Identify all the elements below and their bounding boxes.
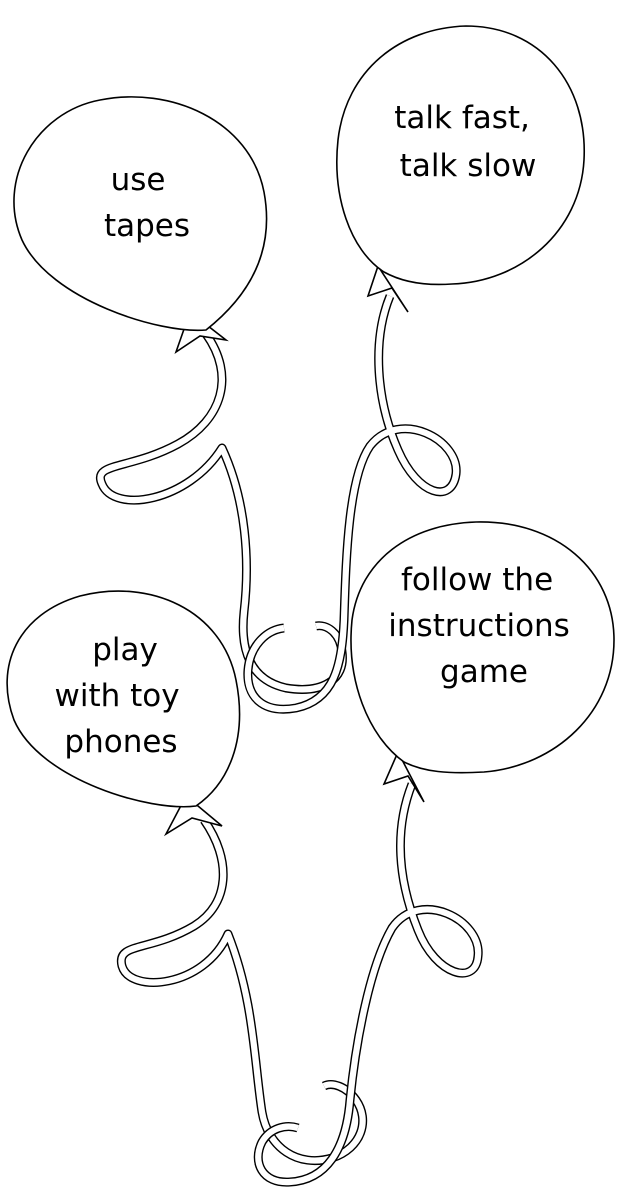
- balloon-play-with-toy-phones: play with toy phones: [6, 590, 241, 837]
- string-instructions-game: [253, 782, 483, 1187]
- label-line: instructions: [388, 608, 570, 644]
- balloon-label: follow the instructions game: [388, 562, 579, 690]
- balloon-shape: [6, 590, 241, 808]
- balloon-knot: [382, 750, 425, 803]
- label-line: talk fast,: [394, 100, 530, 136]
- label-line: with toy: [55, 678, 180, 714]
- label-line: play: [92, 632, 158, 668]
- balloon-label: talk fast, talk slow: [394, 100, 540, 184]
- balloon-follow-the-instructions-game: follow the instructions game: [350, 521, 615, 803]
- balloon-shape: [350, 521, 615, 774]
- balloon-talk-fast-talk-slow: talk fast, talk slow: [336, 25, 585, 313]
- string-talk-fast: [243, 294, 461, 714]
- label-line: follow the: [401, 562, 553, 598]
- balloon-shape: [13, 96, 268, 332]
- balloon-label: play with toy phones: [55, 632, 190, 760]
- balloon-knot: [163, 794, 223, 837]
- strings: [95, 294, 483, 1187]
- label-line: use: [111, 162, 166, 198]
- label-line: talk slow: [400, 148, 537, 184]
- balloon-use-tapes: use tapes: [13, 96, 268, 354]
- string-toy-phones: [116, 817, 368, 1166]
- balloon-knot: [366, 264, 409, 313]
- balloon-label: use tapes: [104, 162, 190, 244]
- label-line: tapes: [104, 208, 190, 244]
- balloon-shape: [336, 25, 585, 286]
- label-line: game: [440, 654, 528, 690]
- label-line: phones: [64, 724, 177, 760]
